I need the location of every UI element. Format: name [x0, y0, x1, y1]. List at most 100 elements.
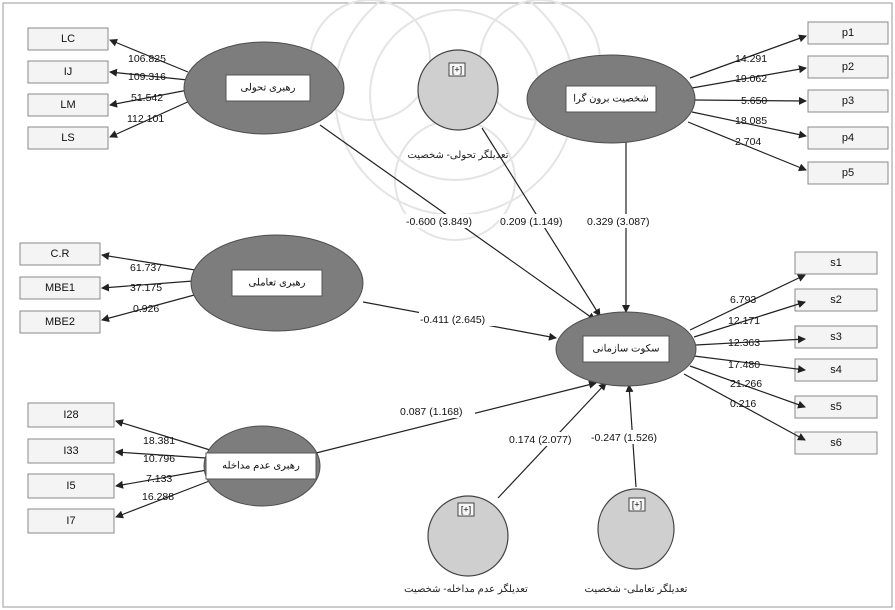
loading-arrow-s5 [689, 365, 806, 409]
indicator-p5: p5 [807, 161, 889, 185]
svg-text:سکوت سازمانی: سکوت سازمانی [592, 344, 659, 355]
loading-value-p5: 2.704 [735, 136, 761, 148]
svg-text:s3: s3 [830, 331, 842, 343]
svg-text:رهبری تعاملی: رهبری تعاملی [249, 278, 306, 289]
svg-text:LC: LC [61, 33, 75, 45]
path-coef-transactional: -0.411 (2.645) [420, 314, 485, 326]
loading-value-lc: 106.825 [128, 53, 166, 65]
loading-arrow-lm [109, 89, 189, 108]
svg-text:MBE1: MBE1 [45, 282, 75, 294]
svg-text:LM: LM [60, 99, 75, 111]
loading-arrow-i33 [115, 448, 207, 459]
indicator-s2: s2 [794, 288, 878, 312]
loading-value-mbe1: 37.175 [130, 282, 162, 294]
indicator-i7: I7 [27, 508, 115, 534]
indicator-lm: LM [27, 93, 109, 117]
svg-text:s6: s6 [830, 437, 842, 449]
indicator-s3: s3 [794, 325, 878, 349]
indicator-cr: C.R [19, 242, 101, 266]
loading-arrow-cr [101, 252, 196, 271]
loading-value-s3: 12.363 [728, 337, 760, 349]
path-coef-laissez-faire: 0.087 (1.168) [400, 406, 462, 418]
loading-arrow-s3 [695, 335, 806, 346]
indicator-i28: I28 [27, 402, 115, 428]
construct-transactional-leadership: رهبری تعاملی [190, 234, 364, 332]
loading-values: 106.825 109.316 51.542 112.101 14.291 19… [127, 53, 767, 503]
construct-extraverted-personality: شخصیت برون گرا [526, 54, 696, 144]
svg-text:I7: I7 [66, 515, 75, 527]
path-coef-transformational: -0.600 (3.849) [406, 216, 472, 228]
indicator-lc: LC [27, 27, 109, 51]
indicator-i33: I33 [27, 438, 115, 464]
loading-arrow-i5 [115, 469, 208, 489]
svg-text:IJ: IJ [64, 66, 73, 78]
loading-value-s5: 21.266 [730, 378, 762, 390]
svg-text:p3: p3 [842, 95, 854, 107]
svg-text:p1: p1 [842, 27, 854, 39]
construct-transformational-leadership: رهبری تحولی [183, 41, 345, 135]
moderator-top-caption: تعدیلگر تحولی- شخصیت [407, 149, 508, 161]
moderator-top: [+] تعدیلگر تحولی- شخصیت [407, 49, 509, 161]
loading-arrows [101, 34, 807, 519]
loading-value-i28: 18.381 [143, 435, 175, 447]
indicator-s6: s6 [794, 431, 878, 455]
svg-text:s4: s4 [830, 364, 842, 376]
svg-text:LS: LS [61, 132, 74, 144]
loading-arrow-s6 [683, 373, 806, 441]
svg-text:s1: s1 [830, 257, 842, 269]
loading-value-ls: 112.101 [127, 113, 164, 125]
moderator-bottom-right: [+] تعدیلگر تعاملی- شخصیت [585, 488, 688, 595]
loading-value-p1: 14.291 [735, 53, 767, 65]
svg-text:I28: I28 [63, 409, 78, 421]
path-laissez-faire-silence [311, 380, 597, 455]
loading-value-i33: 10.796 [143, 453, 175, 465]
svg-text:p5: p5 [842, 167, 854, 179]
svg-text:[+]: [+] [632, 499, 642, 509]
svg-text:p2: p2 [842, 61, 854, 73]
loading-arrow-p4 [691, 111, 807, 139]
indicator-s4: s4 [794, 358, 878, 382]
loading-value-s6: 0.216 [730, 398, 756, 410]
loading-value-s1: 6.793 [730, 294, 756, 306]
svg-text:I5: I5 [66, 480, 75, 492]
loading-value-p4: 18.085 [735, 115, 767, 127]
indicator-p2: p2 [807, 55, 889, 79]
loading-value-cr: 61.737 [130, 262, 162, 274]
indicator-p3: p3 [807, 89, 889, 113]
loading-arrow-mbe1 [101, 280, 194, 292]
indicator-s5: s5 [794, 395, 878, 419]
loading-value-i7: 16.288 [142, 491, 174, 503]
loading-arrow-s2 [693, 300, 806, 338]
loading-value-s2: 12.171 [728, 315, 760, 327]
moderator-bottom-left-caption: تعدیلگر عدم مداخله- شخصیت [404, 583, 528, 595]
path-coef-extraverted: 0.329 (3.087) [587, 216, 649, 228]
loading-arrow-p2 [691, 65, 807, 89]
svg-text:s2: s2 [830, 294, 842, 306]
indicator-s1: s1 [794, 251, 878, 275]
svg-text:شخصیت برون گرا: شخصیت برون گرا [573, 93, 648, 105]
loading-arrow-s1 [689, 274, 806, 331]
moderator-bottom-left: [+] تعدیلگر عدم مداخله- شخصیت [404, 495, 528, 595]
path-coef-moderator-bottom-right: -0.247 (1.526) [591, 432, 657, 444]
construct-laissez-faire-leadership: رهبری عدم مداخله [203, 425, 321, 507]
loading-arrow-ij [109, 68, 189, 81]
indicator-ls: LS [27, 126, 109, 150]
indicator-p1: p1 [807, 21, 889, 45]
loading-arrow-p5 [687, 121, 807, 172]
loading-arrow-s4 [693, 355, 806, 374]
path-coef-moderator-top: 0.209 (1.149) [500, 216, 562, 228]
loading-value-s4: 17.480 [728, 359, 760, 371]
indicator-p4: p4 [807, 126, 889, 150]
loading-value-p3: 5.650 [741, 95, 767, 107]
moderator-bottom-right-caption: تعدیلگر تعاملی- شخصیت [585, 583, 688, 595]
svg-text:p4: p4 [842, 132, 854, 144]
loading-arrow-p3 [693, 96, 807, 105]
loading-arrow-ls [109, 99, 193, 138]
construct-organizational-silence: سکوت سازمانی [555, 311, 697, 387]
indicator-mbe1: MBE1 [19, 276, 101, 300]
indicator-ij: IJ [27, 60, 109, 84]
svg-text:[+]: [+] [452, 64, 462, 74]
path-coef-moderator-bottom-left: 0.174 (2.077) [509, 434, 571, 446]
